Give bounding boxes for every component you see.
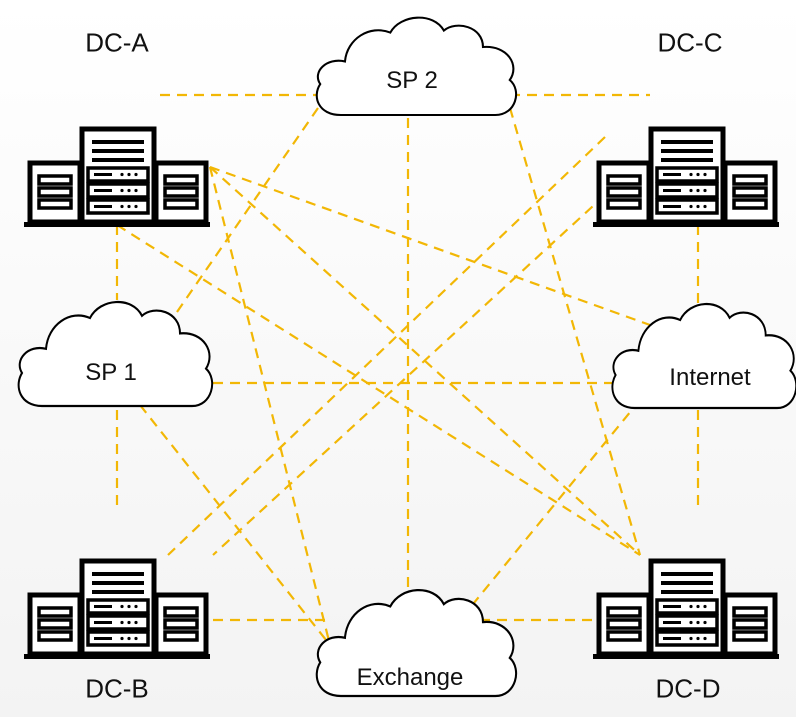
dcb-server-rack-icon	[24, 561, 210, 659]
dcd-server-rack-icon	[593, 561, 779, 659]
dca-server-rack-icon	[24, 129, 210, 227]
link-sp1-exchange	[139, 404, 331, 646]
dc-a-label: DC-A	[85, 27, 149, 58]
dc-c-label: DC-C	[657, 27, 723, 58]
link-dca-exchange	[208, 166, 332, 646]
dcc-server-rack-icon	[593, 129, 779, 227]
sp2-label: SP 2	[386, 67, 438, 94]
link-dca-dcd-2	[116, 224, 641, 556]
dc-b-label: DC-B	[85, 673, 149, 704]
link-dcc-dcb-2	[212, 194, 606, 556]
link-sp2-dcd	[508, 107, 642, 556]
link-sp2-sp1	[167, 107, 319, 326]
internet-cloud-icon	[611, 302, 796, 410]
exchange-label: Exchange	[356, 664, 464, 691]
sp1-cloud-icon	[17, 300, 214, 408]
link-dca-internet	[209, 165, 651, 327]
links-layer	[115, 93, 700, 646]
sp1-label: SP 1	[85, 359, 137, 386]
dc-d-label: DC-D	[655, 673, 721, 704]
internet-label: Internet	[669, 364, 751, 391]
link-internet-exchange	[459, 399, 641, 621]
